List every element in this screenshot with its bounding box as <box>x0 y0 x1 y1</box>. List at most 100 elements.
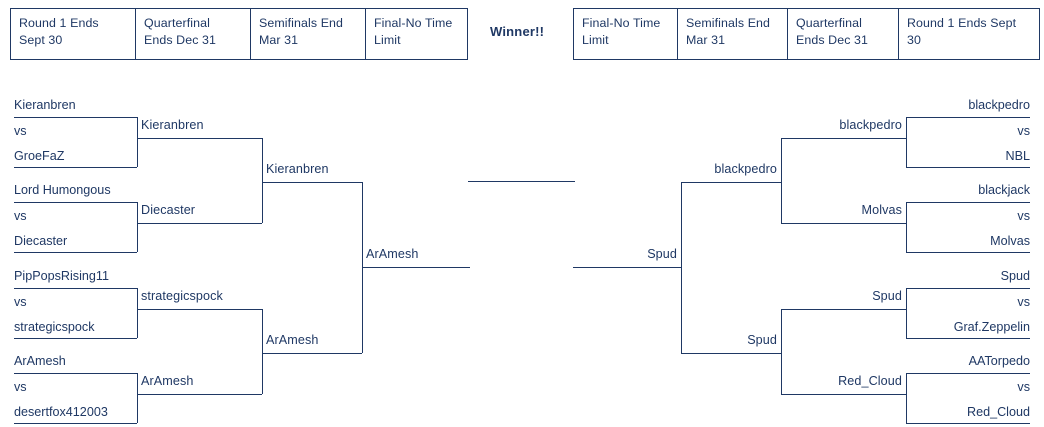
schedule-table-right: Final-No Time Limit Semifinals End Mar 3… <box>573 8 1040 60</box>
semifinal-winner-right-1: blackpedro <box>714 162 777 176</box>
quarterfinal-winner-left-1: Kieranbren <box>141 118 204 132</box>
team-name: Kieranbren <box>14 98 76 112</box>
quarterfinal-winner-right-1: blackpedro <box>839 118 902 132</box>
bracket-line <box>573 267 681 268</box>
champion-line <box>468 181 575 182</box>
team-name: desertfox412003 <box>14 405 108 419</box>
team-name: Molvas <box>990 234 1030 248</box>
bracket-line <box>362 267 470 268</box>
schedule-table-left: Round 1 Ends Sept 30 Quarterfinal Ends D… <box>10 8 468 60</box>
bracket-line <box>137 202 138 252</box>
bracket-line <box>14 423 137 424</box>
semifinal-winner-left-2: ArAmesh <box>266 333 319 347</box>
schedule-cell-semifinals-left: Semifinals End Mar 31 <box>250 9 365 59</box>
match-right-r1-1: blackpedro vs NBL <box>880 93 1030 170</box>
bracket-line <box>906 423 1030 424</box>
bracket-line <box>906 252 1030 253</box>
bracket-line <box>262 182 362 183</box>
vs-label: vs <box>1017 208 1030 223</box>
match-left-r1-2: Lord Humongous vs Diecaster <box>14 178 111 255</box>
bracket-line <box>906 288 1030 289</box>
bracket-line <box>906 288 907 338</box>
bracket-line <box>262 353 362 354</box>
vs-label: vs <box>14 379 27 394</box>
bracket-line <box>681 182 682 353</box>
quarterfinal-winner-right-4: Red_Cloud <box>838 374 902 388</box>
bracket-line <box>137 373 138 423</box>
bracket-line <box>781 223 906 224</box>
bracket-line <box>906 117 1030 118</box>
schedule-cell-quarterfinal-right: Quarterfinal Ends Dec 31 <box>787 9 898 59</box>
quarterfinal-winner-right-3: Spud <box>872 289 902 303</box>
bracket-line <box>906 117 907 167</box>
vs-label: vs <box>14 208 27 223</box>
vs-label: vs <box>14 123 27 138</box>
bracket-line <box>781 138 782 223</box>
bracket-line <box>906 373 907 423</box>
schedule-cell-semifinals-right: Semifinals End Mar 31 <box>677 9 787 59</box>
match-right-r1-2: blackjack vs Molvas <box>880 178 1030 255</box>
winner-label: Winner!! <box>490 24 545 39</box>
semifinal-winner-left-1: Kieranbren <box>266 162 329 176</box>
team-name: GroeFaZ <box>14 149 65 163</box>
vs-label: vs <box>1017 123 1030 138</box>
bracket-line <box>781 394 906 395</box>
match-left-r1-4: ArAmesh vs desertfox412003 <box>14 349 108 426</box>
bracket-line <box>781 309 782 394</box>
bracket-line <box>137 394 262 395</box>
semifinal-winner-right-2: Spud <box>747 333 777 347</box>
finalist-left: ArAmesh <box>366 247 419 261</box>
match-left-r1-3: PipPopsRising11 vs strategicspock <box>14 264 109 341</box>
team-name: Lord Humongous <box>14 183 111 197</box>
team-name: blackpedro <box>968 98 1030 112</box>
bracket-line <box>14 338 137 339</box>
bracket-line <box>781 309 906 310</box>
team-name: AATorpedo <box>968 354 1030 368</box>
quarterfinal-winner-left-2: Diecaster <box>141 203 196 217</box>
team-name: NBL <box>1005 149 1031 163</box>
team-name: PipPopsRising11 <box>14 269 109 283</box>
bracket-line <box>14 373 137 374</box>
vs-label: vs <box>1017 379 1030 394</box>
bracket-line <box>137 223 262 224</box>
bracket-line <box>681 182 781 183</box>
bracket-line <box>262 309 263 394</box>
bracket-line <box>14 117 137 118</box>
bracket-line <box>906 338 1030 339</box>
team-name: strategicspock <box>14 320 95 334</box>
schedule-cell-round1-right: Round 1 Ends Sept 30 <box>898 9 1040 59</box>
bracket-line <box>137 288 138 338</box>
quarterfinal-winner-right-2: Molvas <box>861 203 902 217</box>
quarterfinal-winner-left-4: ArAmesh <box>141 374 194 388</box>
bracket-line <box>137 309 262 310</box>
schedule-cell-final-left: Final-No Time Limit <box>365 9 468 59</box>
schedule-cell-quarterfinal-left: Quarterfinal Ends Dec 31 <box>135 9 250 59</box>
bracket-line <box>781 138 906 139</box>
bracket-line <box>14 167 137 168</box>
bracket-line <box>14 202 137 203</box>
vs-label: vs <box>1017 294 1030 309</box>
team-name: ArAmesh <box>14 354 66 368</box>
schedule-cell-round1-left: Round 1 Ends Sept 30 <box>10 9 135 59</box>
bracket-line <box>137 117 138 167</box>
bracket-line <box>14 252 137 253</box>
finalist-right: Spud <box>647 247 677 261</box>
schedule-cell-final-right: Final-No Time Limit <box>573 9 677 59</box>
vs-label: vs <box>14 294 27 309</box>
team-name: Diecaster <box>14 234 68 248</box>
quarterfinal-winner-left-3: strategicspock <box>141 289 223 303</box>
match-left-r1-1: Kieranbren vs GroeFaZ <box>14 93 76 170</box>
team-name: Spud <box>1000 269 1030 283</box>
bracket-line <box>906 202 907 252</box>
bracket-line <box>14 288 137 289</box>
bracket-line <box>906 202 1030 203</box>
bracket-line <box>906 373 1030 374</box>
match-right-r1-3: Spud vs Graf.Zeppelin <box>880 264 1030 341</box>
bracket-line <box>681 353 781 354</box>
bracket-line <box>137 138 262 139</box>
match-right-r1-4: AATorpedo vs Red_Cloud <box>880 349 1030 426</box>
team-name: Red_Cloud <box>966 405 1030 419</box>
bracket-line <box>262 138 263 223</box>
team-name: Graf.Zeppelin <box>953 320 1030 334</box>
bracket-line <box>906 167 1030 168</box>
